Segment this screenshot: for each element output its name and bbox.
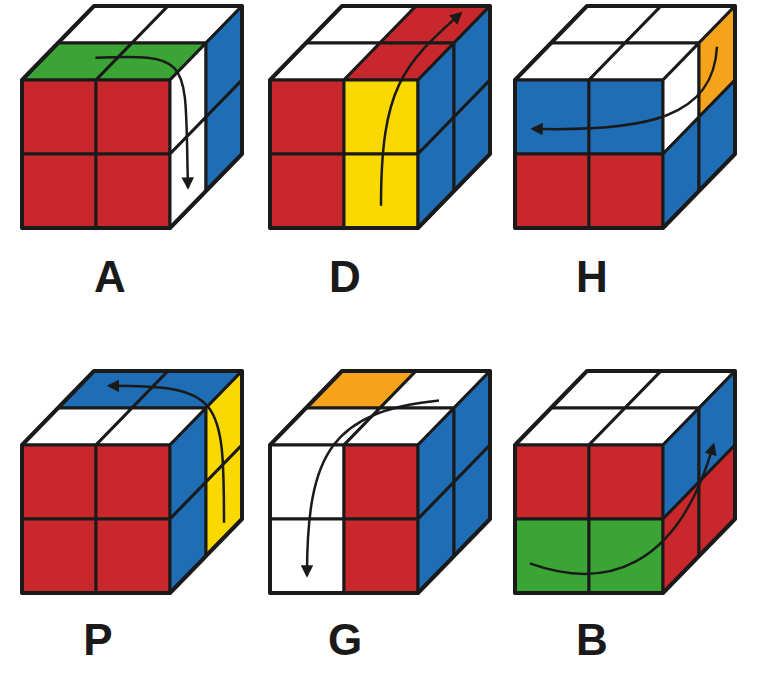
turn-arrow xyxy=(530,445,714,574)
cube-sticker xyxy=(22,80,96,154)
cube-drawing xyxy=(515,6,735,228)
cube-sticker xyxy=(96,445,170,519)
cube-outline xyxy=(270,371,490,593)
cube-outline xyxy=(22,6,242,228)
cube-sticker xyxy=(589,80,663,154)
cube-sticker xyxy=(270,80,344,154)
cube-outline xyxy=(515,371,735,593)
move-letter: D xyxy=(329,255,361,299)
cube-sticker xyxy=(96,519,170,593)
turn-arrow xyxy=(307,401,439,576)
turn-arrow xyxy=(381,13,461,205)
cube-sticker xyxy=(96,80,170,154)
turn-arrow xyxy=(533,47,717,129)
cube-sticker xyxy=(22,154,96,228)
cube-sticker xyxy=(589,519,663,593)
cube-sticker xyxy=(22,445,96,519)
cube-sticker xyxy=(22,519,96,593)
cube-drawing xyxy=(22,371,242,593)
cube-drawing xyxy=(515,371,735,593)
move-letter: A xyxy=(94,255,126,299)
cube-outline xyxy=(270,6,490,228)
cube-sticker xyxy=(515,445,589,519)
turn-arrow xyxy=(109,386,224,523)
cube-sticker xyxy=(515,80,589,154)
cube-sticker xyxy=(344,445,418,519)
cube-sticker xyxy=(270,445,344,519)
turn-arrow xyxy=(95,57,188,187)
move-letter: P xyxy=(83,618,112,662)
cube-drawing xyxy=(22,6,242,228)
cube-sticker xyxy=(96,154,170,228)
cube-sticker xyxy=(515,519,589,593)
cube-sticker xyxy=(589,445,663,519)
cube-drawing xyxy=(270,371,490,593)
cube-sticker xyxy=(344,519,418,593)
cube-outline xyxy=(515,6,735,228)
cube-outline xyxy=(22,371,242,593)
cube-sticker xyxy=(270,154,344,228)
cube-sticker xyxy=(589,154,663,228)
move-letter: H xyxy=(576,255,608,299)
cube-drawing xyxy=(270,6,490,228)
move-letter: G xyxy=(328,618,362,662)
cube-sticker xyxy=(344,80,418,154)
cube-sticker xyxy=(515,154,589,228)
move-letter: B xyxy=(576,618,608,662)
